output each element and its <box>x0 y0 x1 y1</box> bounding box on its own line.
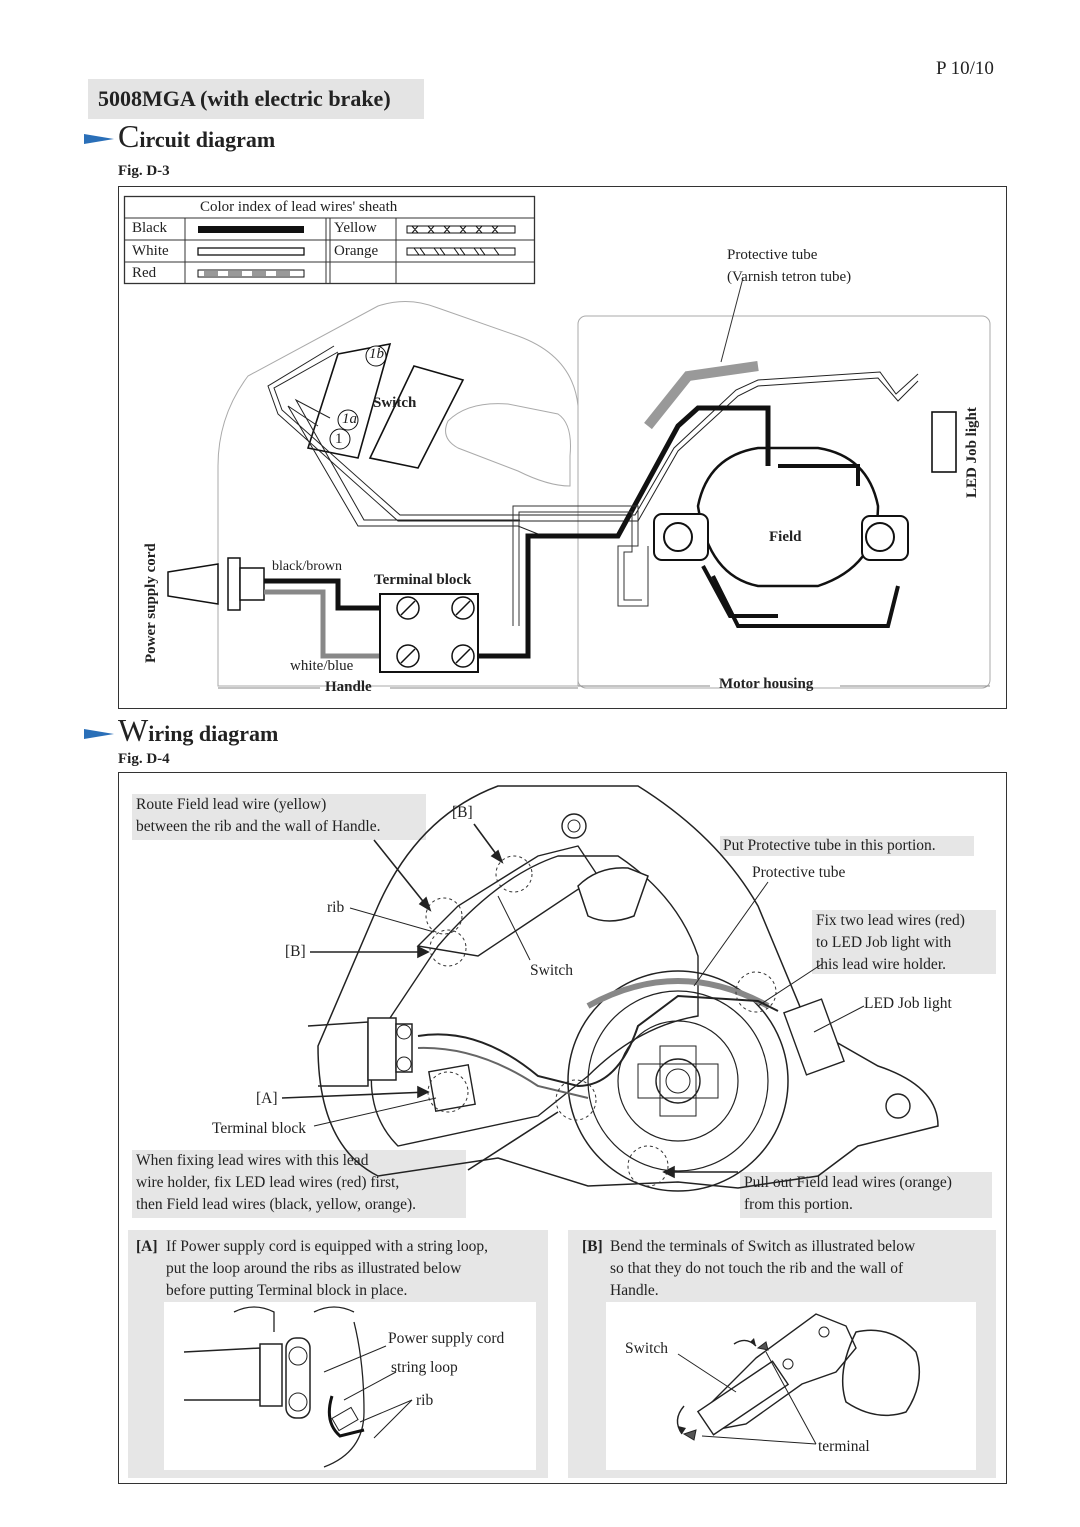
fix-led-line3: this lead wire holder. <box>816 956 946 973</box>
detail-a-rib-label: rib <box>416 1392 434 1409</box>
wiring-heading: Wiring diagram <box>118 712 279 748</box>
white-blue-label: white/blue <box>290 658 354 674</box>
detail-a-line3: before putting Terminal block in place. <box>166 1282 408 1299</box>
terminal-block-wiring-label: Terminal block <box>212 1120 307 1137</box>
led-job-light-wiring-label: LED Job light <box>864 995 952 1012</box>
circuit-heading: Circuit diagram <box>118 118 276 154</box>
color-black-label: Black <box>132 220 167 236</box>
fix-led-line2: to LED Job light with <box>816 934 952 951</box>
route-field-line2: between the rib and the wall of Handle. <box>136 818 381 835</box>
pull-out-note-bg <box>740 1172 992 1218</box>
fix-led-note-bg <box>812 910 996 974</box>
when-fixing-line3: then Field lead wires (black, yellow, or… <box>136 1196 417 1213</box>
arrow-right-icon <box>84 134 114 144</box>
pull-out-line1: Pull out Field lead wires (orange) <box>744 1174 952 1191</box>
protective-tube-wiring-label: Protective tube <box>752 864 846 881</box>
put-tube-note-bg <box>720 836 974 856</box>
wiring-diagram-frame <box>118 772 1007 1484</box>
color-orange-label: Orange <box>334 243 379 259</box>
b-top-label: [B] <box>452 804 473 821</box>
detail-b-tag: [B] <box>582 1238 603 1255</box>
when-fixing-line2: wire holder, fix LED lead wires (red) fi… <box>136 1174 400 1191</box>
detail-b-line1: Bend the terminals of Switch as illustra… <box>610 1238 916 1255</box>
varnish-tube-label: (Varnish tetron tube) <box>727 269 852 285</box>
fix-led-line1: Fix two lead wires (red) <box>816 912 965 929</box>
color-red-label: Red <box>132 265 157 281</box>
when-fixing-line1: When fixing lead wires with this lead <box>136 1152 369 1169</box>
terminal-block-label: Terminal block <box>374 572 472 588</box>
wiring-drawing <box>281 785 939 1192</box>
put-tube-label: Put Protective tube in this portion. <box>723 837 936 854</box>
circuit-drawing <box>167 277 991 689</box>
when-fixing-note-bg <box>132 1150 466 1218</box>
color-index-table <box>123 195 536 285</box>
detail-a-illustration-bg <box>164 1302 536 1470</box>
detail-b-switch-label: Switch <box>625 1340 669 1357</box>
motor-housing-label: Motor housing <box>719 676 814 692</box>
switch-wiring-label: Switch <box>530 962 574 979</box>
model-title-box <box>88 79 424 119</box>
pin-1-label: 1 <box>335 431 343 447</box>
detail-a-line2: put the loop around the ribs as illustra… <box>166 1260 462 1277</box>
detail-a-power-cord-label: Power supply cord <box>388 1330 505 1347</box>
color-yellow-label: Yellow <box>334 220 377 236</box>
detail-b-line2: so that they do not touch the rib and th… <box>610 1260 904 1277</box>
fig-d3-label: Fig. D-3 <box>118 163 170 179</box>
handle-label: Handle <box>325 679 372 695</box>
b-left-label: [B] <box>285 943 306 960</box>
route-field-note-bg <box>132 794 426 840</box>
detail-a-line1: If Power supply cord is equipped with a … <box>166 1238 489 1255</box>
detail-b-terminal-label: terminal <box>818 1438 870 1455</box>
power-supply-cord-label: Power supply cord <box>143 543 159 663</box>
black-brown-label: black/brown <box>272 559 342 574</box>
fig-d4-label: Fig. D-4 <box>118 751 170 767</box>
detail-a-illustration <box>183 1306 413 1468</box>
page-number: P 10/10 <box>936 58 994 79</box>
rib-label: rib <box>327 899 345 916</box>
circuit-diagram-frame <box>118 186 1007 709</box>
a-label: [A] <box>256 1090 278 1107</box>
detail-a-tag: [A] <box>136 1238 158 1255</box>
field-label: Field <box>769 529 802 545</box>
pin-1a-label: 1a <box>342 411 357 427</box>
switch-label: Switch <box>373 395 417 411</box>
color-index-title: Color index of lead wires' sheath <box>200 199 398 215</box>
detail-b-illustration <box>676 1313 921 1445</box>
detail-b-line3: Handle. <box>610 1282 659 1299</box>
color-white-label: White <box>132 243 169 259</box>
protective-tube-label: Protective tube <box>727 247 818 263</box>
pin-1b-label: 1b <box>369 346 384 362</box>
model-title: 5008MGA (with electric brake) <box>98 86 391 111</box>
arrow-right-icon <box>84 729 114 739</box>
pull-out-line2: from this portion. <box>744 1196 853 1213</box>
route-field-line1: Route Field lead wire (yellow) <box>136 796 327 813</box>
detail-a-string-loop-label: string loop <box>391 1359 458 1376</box>
led-job-light-label: LED Job light <box>964 407 980 498</box>
